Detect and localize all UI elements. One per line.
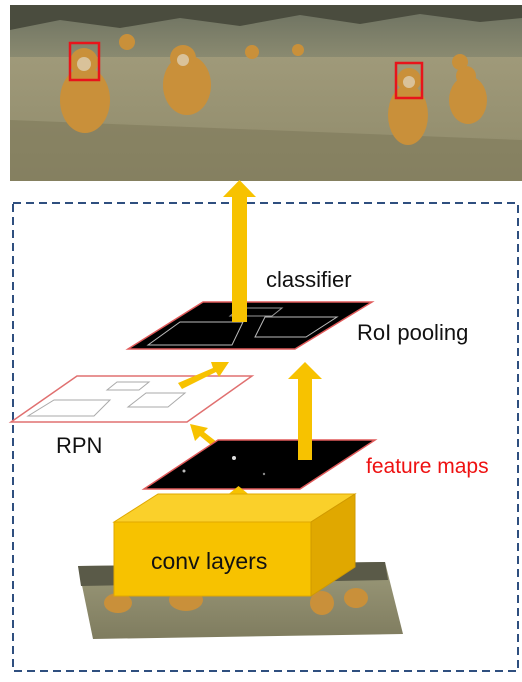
detection-box-2 — [394, 61, 424, 100]
detection-box-1 — [68, 41, 101, 82]
roi-pooling-plane — [125, 301, 375, 350]
conv-layers-box — [112, 493, 357, 597]
rpn-plane — [8, 375, 255, 423]
feature-maps-plane — [141, 439, 378, 490]
dashed-frame — [12, 202, 519, 672]
arrow-rpn-to-roi — [178, 362, 229, 389]
classifier-label: classifier — [266, 267, 352, 292]
arrow-to-output — [223, 180, 256, 322]
rpn-label: RPN — [56, 433, 103, 458]
monkey-photo-with-detections — [10, 5, 522, 181]
conv-layers-label: conv layers — [151, 548, 268, 574]
arrow-fmap-to-roi — [288, 362, 322, 460]
roi-pooling-label: RoI pooling — [357, 320, 469, 345]
feature-maps-label: feature maps — [366, 455, 489, 478]
